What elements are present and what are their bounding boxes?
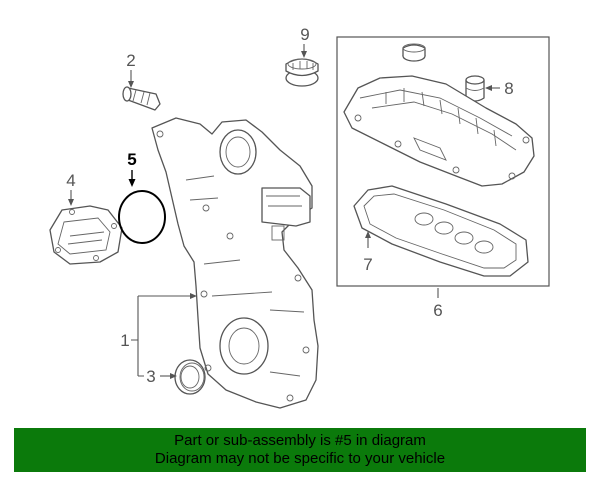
callout-4: 4 xyxy=(66,171,75,190)
callout-5: 5 xyxy=(127,150,136,169)
callout-3: 3 xyxy=(146,367,155,386)
banner-line-2: Diagram may not be specific to your vehi… xyxy=(154,450,446,467)
part-2-bolt[interactable] xyxy=(122,86,161,111)
banner-line-1: Part or sub-assembly is #5 in diagram xyxy=(174,432,426,449)
callout-9: 9 xyxy=(300,25,309,44)
part-5-o-ring[interactable] xyxy=(118,190,166,244)
callout-2: 2 xyxy=(126,51,135,70)
valve-cover-plug[interactable] xyxy=(402,43,426,62)
part-3-seal[interactable] xyxy=(174,359,206,395)
arrow-8 xyxy=(485,85,492,91)
part-6-group-frame xyxy=(336,36,550,287)
leader-arrowheads xyxy=(68,51,492,379)
info-banner: Part or sub-assembly is #5 in diagram Di… xyxy=(14,428,586,472)
callout-6: 6 xyxy=(433,301,442,320)
leader-1 xyxy=(131,295,194,377)
part-4-cover[interactable] xyxy=(49,205,123,265)
part-1-timing-cover[interactable] xyxy=(151,117,319,409)
valve-cover[interactable] xyxy=(343,75,535,187)
arrow-4 xyxy=(68,199,74,206)
callout-7: 7 xyxy=(363,255,372,274)
arrow-5 xyxy=(128,179,136,187)
parts-diagram: 2 9 4 5 1 3 8 7 6 xyxy=(49,25,550,409)
arrow-2 xyxy=(128,81,134,88)
arrow-3 xyxy=(170,373,177,379)
arrow-1 xyxy=(190,293,197,299)
part-7-gasket[interactable] xyxy=(353,185,529,277)
arrow-7 xyxy=(365,231,371,238)
arrow-9 xyxy=(301,51,307,58)
callout-8: 8 xyxy=(504,79,513,98)
callout-1: 1 xyxy=(120,331,129,350)
part-9-filler-cap[interactable] xyxy=(285,58,319,87)
